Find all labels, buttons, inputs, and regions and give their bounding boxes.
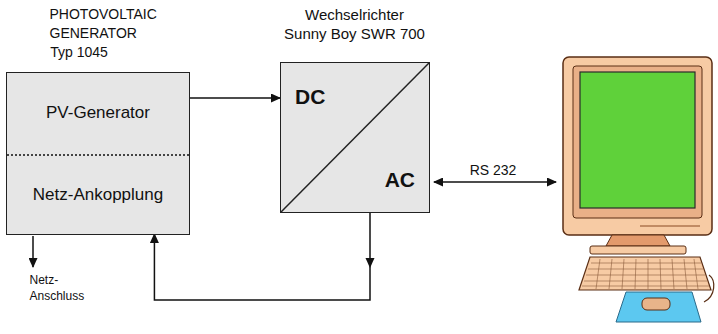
generator-box: PV-GeneratorNetz-AnkopplungPHOTOVOLTAIC …: [6, 72, 190, 235]
inverter-box: Wechselrichter Sunny Boy SWR 700DCAC: [280, 62, 430, 213]
monitor-screen: [580, 72, 695, 208]
keyboard-keys: [582, 259, 709, 289]
mouse: [642, 298, 670, 310]
inverter-diagonal-line: [281, 63, 429, 212]
monitor-base: [590, 246, 686, 254]
monitor-neck: [606, 235, 670, 246]
flow-direction-head: [366, 258, 375, 268]
monitor-housing: [563, 57, 712, 235]
serial-link-arrow: [434, 181, 556, 183]
grid-connection-arrow: [32, 236, 34, 267]
ac-label: AC: [385, 168, 415, 192]
computer-illustration: [563, 57, 714, 322]
monitor-bezel: [573, 66, 702, 218]
dc-label: DC: [295, 85, 325, 109]
region-label: PV-Generator: [46, 103, 150, 123]
monitor-detail: [640, 226, 700, 227]
connection-label: Netz- Anschluss: [30, 272, 51, 304]
interface-label: RS 232: [469, 161, 517, 179]
region-label: Netz-Ankopplung: [33, 185, 163, 205]
flow-connector: [189, 97, 280, 99]
box-heading: Wechselrichter Sunny Boy SWR 700: [284, 5, 426, 43]
mouse-cable: [704, 275, 714, 302]
box-heading: PHOTOVOLTAIC GENERATOR Typ 1045: [50, 5, 109, 62]
mouse-pad: [616, 292, 701, 322]
region-band: Netz-Ankopplung: [7, 154, 189, 235]
keyboard: [579, 257, 711, 290]
region-band: PV-Generator: [7, 73, 189, 154]
